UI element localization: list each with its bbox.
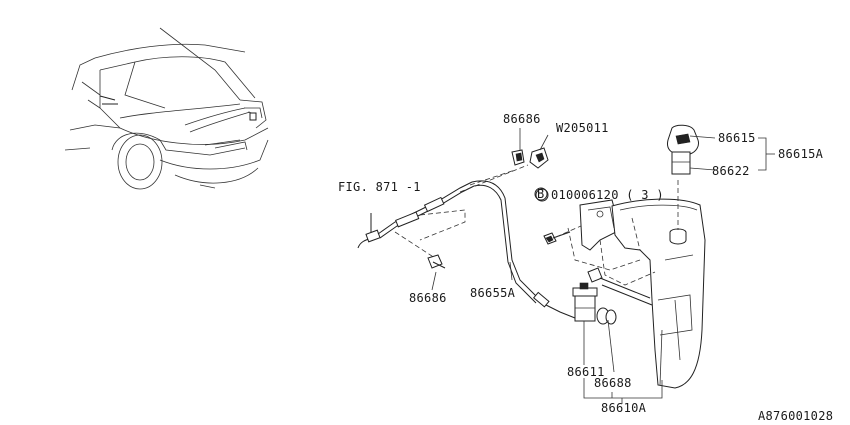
washer-tank [567,180,706,389]
part-86686-bottom-label: 86686 [409,291,447,305]
part-86615-label: 86615 [718,131,756,145]
hose-clip-lower [427,254,446,291]
part-w205011-label: W205011 [556,121,609,135]
part-86686-top-label: 86686 [503,112,541,126]
pump-grommet [596,307,617,373]
callout-labels: FIG. 871 -1 86686 W205011 B 010006120 ( … [338,112,833,423]
part-86611-label: 86611 [567,365,605,379]
part-86688-label: 86688 [594,376,632,390]
part-86622-label: 86622 [712,164,750,178]
part-86615A-label: 86615A [778,147,824,161]
nozzle-w205011 [529,134,549,169]
tank-cap [667,124,716,175]
drawing-id-label: A876001028 [758,409,833,423]
fig-ref-label: FIG. 871 -1 [338,180,421,194]
bolt-code-label: 010006120 ( 3 ) [551,188,664,202]
hose-clip-upper [511,128,525,166]
bolt-marker: B [537,187,545,201]
bolt [535,188,591,245]
part-86655A-label: 86655A [470,286,516,300]
car-rear-illustration [64,27,269,190]
leader-lines [509,137,775,404]
washer-hose-assembly [357,164,576,319]
washer-pump [572,282,598,365]
part-86610A-label: 86610A [601,401,647,415]
